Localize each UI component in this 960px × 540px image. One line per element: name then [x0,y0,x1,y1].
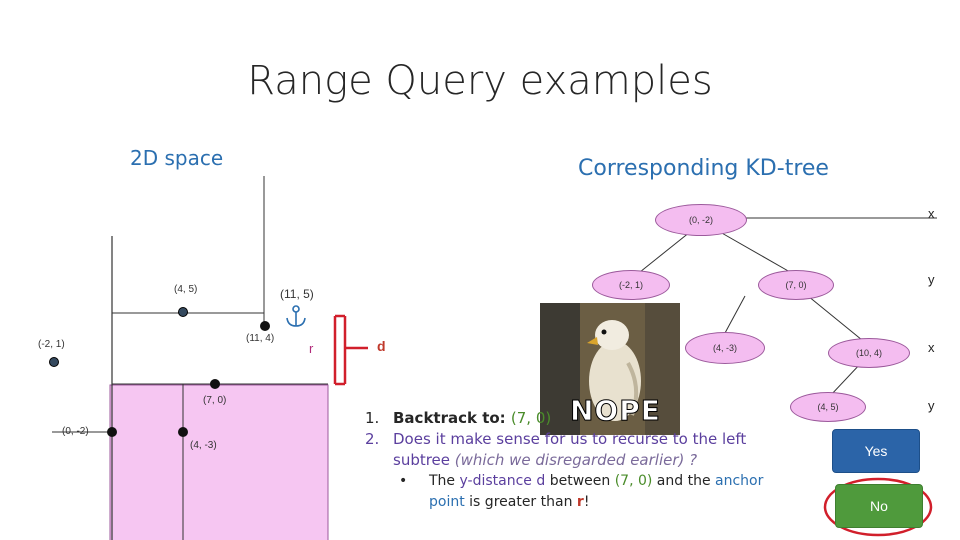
step-1-text: Backtrack to: [393,409,511,427]
label-4-5: (4, 5) [174,284,198,295]
point-0-neg2 [107,427,117,437]
bullet-text-9: ! [583,494,590,510]
bird-icon [540,303,680,435]
no-button[interactable]: No [835,484,923,528]
point-4-neg3 [178,427,188,437]
kd-node-4-neg3: (4, -3) [685,332,765,364]
anchor-icon [286,305,306,327]
pink-region [109,384,329,540]
step-2-bullet: • The y-distance d between (7, 0) and th… [365,471,785,513]
bullet-text-5: and the [652,473,716,489]
nope-meme-image: NOPE [540,303,680,435]
label-neg2-1: (-2, 1) [38,339,65,350]
axis-label-level-1: y [928,272,935,287]
bullet-text-1: The [429,473,460,489]
bullet-text-2: y-distance d [459,473,546,489]
label-11-4: (11, 4) [246,333,275,344]
kd-node-10-4: (10, 4) [828,338,910,368]
radius-label: r [309,341,314,356]
point-neg2-1 [49,357,59,367]
label-4-neg3: (4, -3) [190,440,217,451]
kd-node-neg2-1: (-2, 1) [592,270,670,300]
step-1-value: (7, 0) [510,409,552,427]
step-2: 2. Does it make sense for us to recurse … [365,429,785,471]
bullet-text-3: between [545,473,615,489]
slide-title: Range Query examples [247,58,713,104]
point-4-5 [178,307,188,317]
kd-node-0-neg2: (0, -2) [655,204,747,236]
step-1: 1. Backtrack to: (7, 0) [365,408,785,429]
step-2-note: (which we disregarded earlier) ? [450,451,698,469]
space-2d-heading: 2D space [130,146,224,170]
distance-label: d [377,338,386,354]
label-0-neg2: (0, -2) [62,426,89,437]
axis-label-level-3: y [928,398,935,413]
point-11-4 [260,321,270,331]
bullet-text-7: is greater than [464,494,577,510]
bullet-text-8: r [576,494,584,510]
bullet-text-4: (7, 0) [614,473,653,489]
label-11-5: (11, 5) [280,287,314,301]
axis-label-level-2: x [928,340,935,355]
no-highlight-ring [823,477,933,537]
axis-label-level-0: x [928,206,935,221]
bullet-glyph: • [399,473,408,489]
bullet-text-6: anchor point [429,473,764,510]
point-7-0 [210,379,220,389]
steps-list: 1. Backtrack to: (7, 0) 2. Does it make … [365,408,785,513]
radius-marker [333,314,347,386]
kd-tree-heading: Corresponding KD-tree [578,156,829,181]
yes-button[interactable]: Yes [832,429,920,473]
kd-node-7-0: (7, 0) [758,270,834,300]
kd-tree-edges [639,217,937,397]
step-2-text: Does it make sense for us to recurse to … [393,430,747,469]
kd-node-4-5: (4, 5) [790,392,866,422]
label-7-0: (7, 0) [203,395,227,406]
step-2-number: 2. [365,430,380,448]
step-1-number: 1. [365,409,380,427]
nope-caption: NOPE [570,394,661,428]
